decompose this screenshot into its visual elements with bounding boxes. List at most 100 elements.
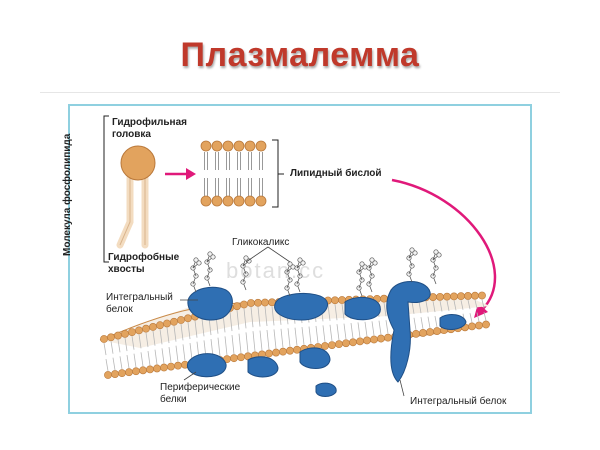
proteins <box>186 281 467 397</box>
head-label-line2: головка <box>112 129 151 140</box>
peripheral-protein-3 <box>299 347 331 369</box>
tails-label-line2: хвосты <box>108 264 145 275</box>
membrane-head-inner <box>468 322 476 331</box>
membrane-head-outer <box>135 326 143 335</box>
membrane-head-inner <box>342 339 350 348</box>
mini-bilayer <box>200 140 267 207</box>
mini-head-bottom <box>211 195 223 207</box>
integral-protein-left <box>187 286 233 321</box>
membrane-head-outer <box>142 324 150 333</box>
glycocalyx-label: Гликокаликс <box>232 237 290 248</box>
membrane-head-outer <box>450 292 458 301</box>
sugar-unit <box>243 255 249 261</box>
sugar-unit <box>436 252 442 258</box>
integral-left-label-line2: белок <box>106 304 133 315</box>
sugar-unit <box>433 249 439 255</box>
mini-head-bottom <box>222 195 234 207</box>
sugar-unit <box>193 257 199 263</box>
membrane-head-inner <box>321 342 329 350</box>
sugar-unit <box>369 257 375 263</box>
membrane-head-inner <box>230 354 238 363</box>
mini-head-top <box>200 140 212 152</box>
membrane-head-inner <box>419 329 427 337</box>
membrane-head-inner <box>125 368 133 377</box>
membrane-head-inner <box>426 328 434 336</box>
membrane-head-inner <box>433 327 441 335</box>
membrane-head-outer <box>254 298 262 307</box>
integral-protein-right <box>386 281 431 383</box>
membrane-head-outer <box>464 292 472 300</box>
membrane-head-inner <box>132 367 140 376</box>
membrane-head-outer <box>471 291 479 300</box>
peripheral-protein-5 <box>439 314 467 330</box>
membrane-head-outer <box>331 296 339 305</box>
membrane-head-inner <box>265 349 273 358</box>
title-divider <box>40 92 560 93</box>
hydrophilic-head <box>120 145 156 181</box>
mini-head-bottom <box>233 195 245 207</box>
membrane-head-inner <box>370 335 378 344</box>
membrane-head-outer <box>436 292 444 301</box>
membrane-head-outer <box>121 329 129 338</box>
membrane-head-outer <box>163 319 171 328</box>
membrane-head-outer <box>100 335 108 343</box>
membrane-head-outer <box>177 316 185 324</box>
mini-head-bottom <box>244 195 256 207</box>
membrane-head-inner <box>167 362 175 371</box>
head-label-line1: Гидрофильная <box>112 117 187 128</box>
tail-left <box>116 174 134 249</box>
membrane-head-outer <box>443 292 451 301</box>
membrane-head-inner <box>482 320 490 329</box>
integral-protein-mid <box>344 296 381 321</box>
membrane-head-outer <box>261 298 269 307</box>
sugar-unit <box>300 260 306 266</box>
membrane-head-inner <box>328 341 336 349</box>
membrane-head-inner <box>286 346 294 355</box>
glycocalyx-chains <box>190 247 442 297</box>
sugar-unit <box>207 251 213 257</box>
peripheral-protein-2 <box>247 356 279 378</box>
phospholipid-molecule <box>116 145 156 249</box>
membrane-head-inner <box>160 363 168 372</box>
sugar-unit <box>297 257 303 263</box>
mini-head-top <box>222 140 234 152</box>
integral-protein-center <box>274 293 328 321</box>
watermark: botan.cc <box>226 258 326 283</box>
membrane-head-inner <box>363 336 371 345</box>
membrane-head-inner <box>153 364 161 373</box>
bilayer-label: Липидный бислой <box>290 168 382 179</box>
membrane-head-outer <box>457 292 465 301</box>
membrane-head-outer <box>247 299 255 307</box>
membrane-head-outer <box>170 317 178 326</box>
membrane-head-inner <box>475 321 483 330</box>
membrane-head-inner <box>377 334 385 343</box>
membrane-head-outer <box>149 323 157 331</box>
peripheral-protein-1 <box>186 353 227 378</box>
mini-head-top <box>244 140 256 152</box>
mini-head-top <box>211 140 223 152</box>
membrane-head-outer <box>478 291 486 300</box>
membrane-head-inner <box>111 370 119 378</box>
membrane-head-inner <box>104 371 112 379</box>
membrane-head-inner <box>272 348 280 357</box>
membrane-head-inner <box>118 369 126 378</box>
mini-head-bottom <box>200 195 212 207</box>
molecule-label: Молекула фосфолипида <box>62 133 73 256</box>
membrane-head-inner <box>335 340 343 349</box>
tails-label-line1: Гидрофобные <box>108 252 180 263</box>
membrane-head-outer <box>107 333 115 342</box>
peripheral-label-line2: белки <box>160 394 187 405</box>
mini-head-top <box>233 140 245 152</box>
sugar-unit <box>359 261 365 267</box>
membrane-head-outer <box>240 300 248 309</box>
mini-head-top <box>255 140 267 152</box>
membrane-head-outer <box>128 328 136 337</box>
membrane-head-inner <box>237 353 245 362</box>
membrane-head-outer <box>156 321 164 330</box>
membrane-head-outer <box>184 314 192 323</box>
membrane-head-inner <box>174 361 182 370</box>
arrow-to-bilayer <box>165 168 196 180</box>
integral-left-label-line1: Интегральный <box>106 292 173 303</box>
membrane-head-inner <box>146 365 154 374</box>
